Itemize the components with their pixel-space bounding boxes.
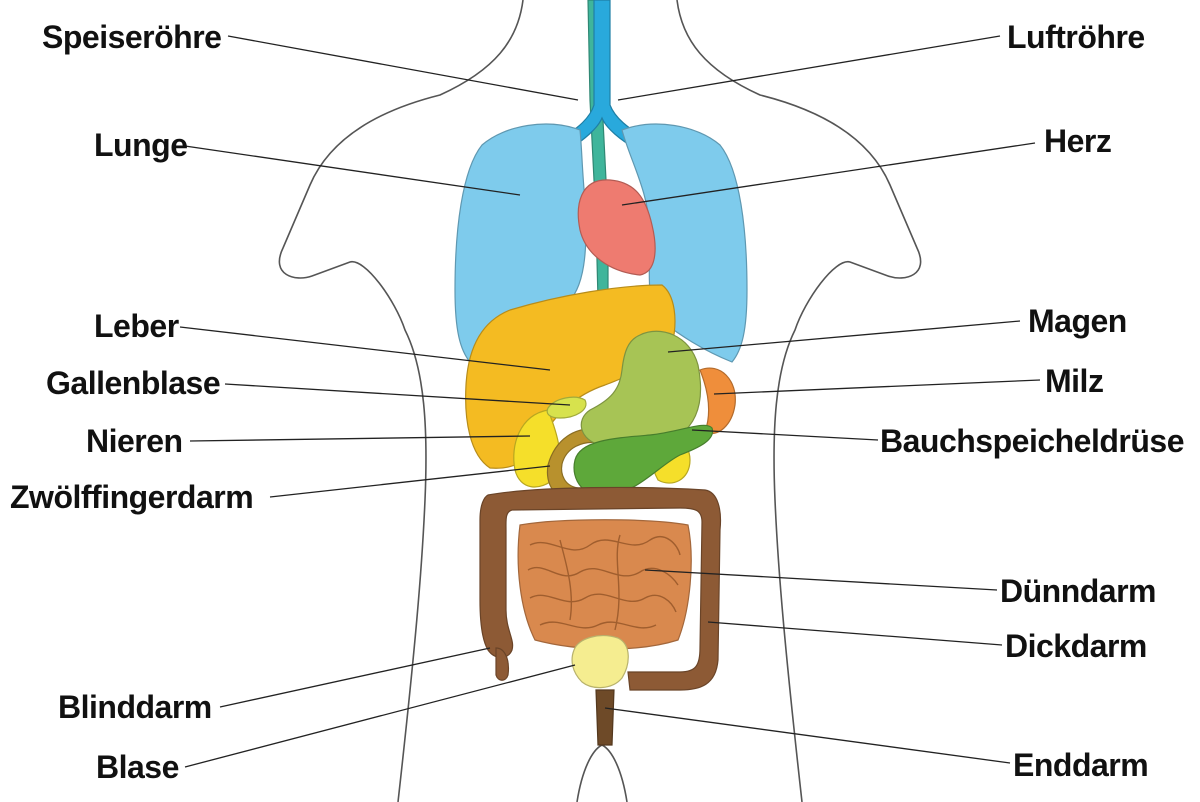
bladder <box>572 636 628 688</box>
rectum <box>596 690 614 745</box>
label-leber: Leber <box>94 308 179 344</box>
label-nieren: Nieren <box>86 423 183 459</box>
label-bauchspeicheldruese: Bauchspeicheldrüse <box>880 423 1184 459</box>
label-lunge: Lunge <box>94 127 187 163</box>
label-zwoelffingerdarm: Zwölffingerdarm <box>10 479 253 515</box>
label-speiseroehre: Speiseröhre <box>42 19 221 55</box>
small-intestine <box>518 520 691 649</box>
label-herz: Herz <box>1044 123 1111 159</box>
label-milz: Milz <box>1045 363 1103 399</box>
label-dickdarm: Dickdarm <box>1005 628 1147 664</box>
label-blase: Blase <box>96 749 179 785</box>
label-duenndarm: Dünndarm <box>1000 573 1156 609</box>
label-gallenblase: Gallenblase <box>46 365 220 401</box>
label-blinddarm: Blinddarm <box>58 689 212 725</box>
crotch-outline <box>577 745 627 802</box>
label-magen: Magen <box>1028 303 1127 339</box>
label-luftroehre: Luftröhre <box>1007 19 1145 55</box>
spleen <box>700 368 735 433</box>
label-enddarm: Enddarm <box>1013 747 1148 783</box>
